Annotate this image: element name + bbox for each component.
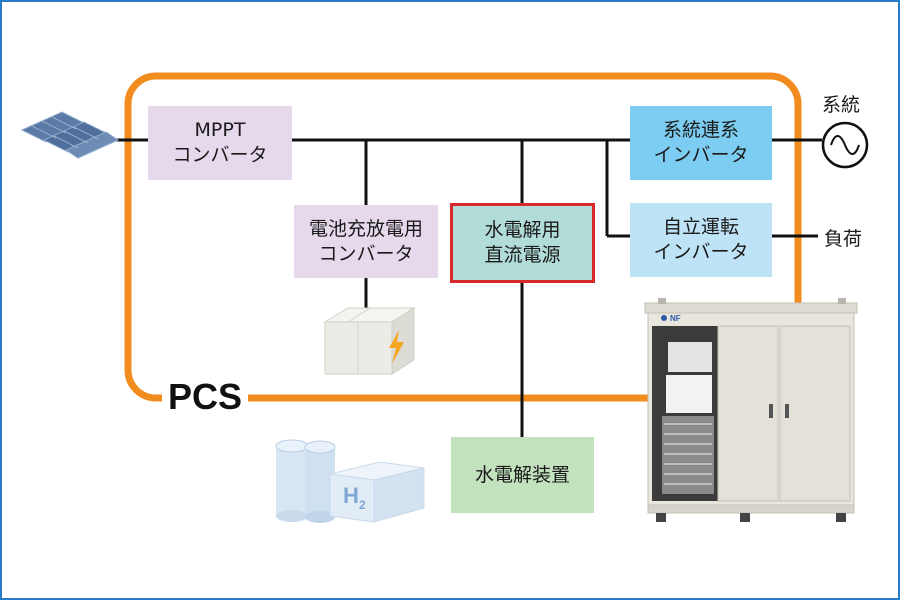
battery-converter-line2: コンバータ [318,242,414,265]
battery-icon [323,307,416,375]
standalone-inverter-line1: 自立運転 [662,216,739,238]
pcs-cabinet-image: NF [644,298,858,522]
electrolysis-power-block: 水電解用 直流電源 [450,203,595,283]
bus-lines [110,138,822,437]
solar-panel-icon [20,111,120,159]
grid-inverter-line2: インバータ [653,144,749,166]
mppt-converter-block: MPPT コンバータ [148,106,292,180]
ac-source-icon [821,121,869,169]
grid-inverter-line1: 系統連系 [662,119,739,141]
mppt-converter-line1: MPPT [194,119,246,141]
electrolyzer-label: 水電解装置 [474,463,570,486]
h2-label: H [343,483,359,508]
electrolysis-power-line1: 水電解用 [484,219,561,241]
mppt-converter-line2: コンバータ [172,144,268,166]
standalone-inverter-line2: インバータ [653,241,749,263]
battery-converter-line1: 電池充放電用 [308,217,423,240]
grid-label: 系統 [822,94,861,116]
h2-subscript: 2 [359,498,366,512]
battery-converter-block: 電池充放電用 コンバータ [294,205,438,278]
standalone-inverter-block: 自立運転 インバータ [630,203,772,277]
hydrogen-tank-icon: H 2 [275,439,425,523]
electrolysis-power-line2: 直流電源 [484,244,561,266]
load-label: 負荷 [824,228,863,250]
electrolyzer-block: 水電解装置 [451,437,594,513]
grid-inverter-block: 系統連系 インバータ [630,106,772,180]
brand-logo: NF [670,314,681,323]
pcs-label: PCS [162,377,249,417]
